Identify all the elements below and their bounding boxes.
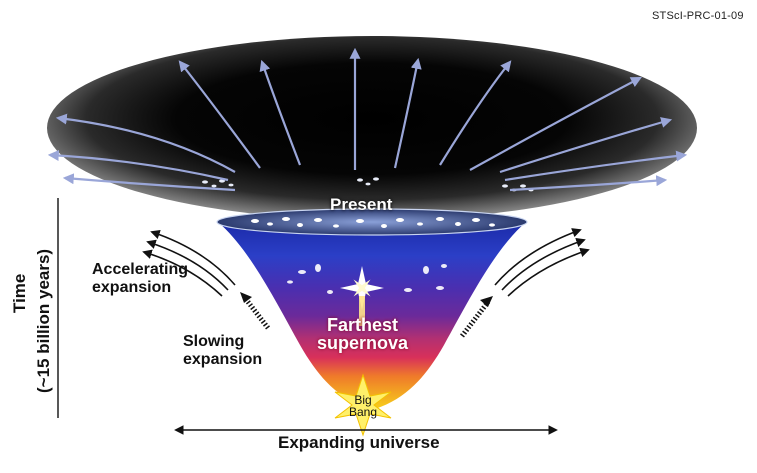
big-bang-burst: [334, 373, 392, 437]
credit-label: STScI-PRC-01-09: [652, 10, 744, 22]
big-bang-line-1: Big: [354, 393, 372, 407]
farthest-supernova-line-2: supernova: [316, 333, 409, 353]
time-axis-line-1: Time: [10, 273, 29, 313]
time-axis-line-2: (~15 billion years): [34, 248, 53, 393]
early-galaxies: [287, 264, 447, 294]
left-accelerating-arrows: [142, 229, 236, 297]
present-galaxies: [251, 217, 495, 228]
supernova-star: [340, 266, 384, 326]
accelerating-line-2: expansion: [92, 279, 172, 296]
slowing-line-1: Slowing: [183, 333, 245, 350]
present-rim: [216, 208, 528, 236]
accelerating-line-1: Accelerating: [92, 261, 189, 278]
disc-galaxy-clusters: [202, 177, 534, 192]
expanding-universe-label: Expanding universe: [278, 433, 440, 452]
right-slowing-arrow: [460, 296, 493, 338]
left-slowing-arrow: [240, 292, 270, 330]
slowing-expansion-label: Slowing expansion: [183, 333, 262, 369]
slowing-line-2: expansion: [183, 351, 263, 368]
big-bang-line-2: Bang: [348, 405, 378, 419]
expansion-funnel: [218, 222, 526, 410]
right-accelerating-arrows: [494, 228, 590, 297]
present-universe-disc: [47, 36, 697, 220]
big-bang-label: Big Bang: [345, 394, 381, 418]
farthest-supernova-label: Farthest supernova: [315, 316, 410, 352]
expansion-arrows: [47, 47, 688, 192]
present-label: Present: [330, 195, 393, 214]
accelerating-expansion-label: Accelerating expansion: [92, 261, 188, 297]
farthest-supernova-line-1: Farthest: [326, 315, 398, 335]
